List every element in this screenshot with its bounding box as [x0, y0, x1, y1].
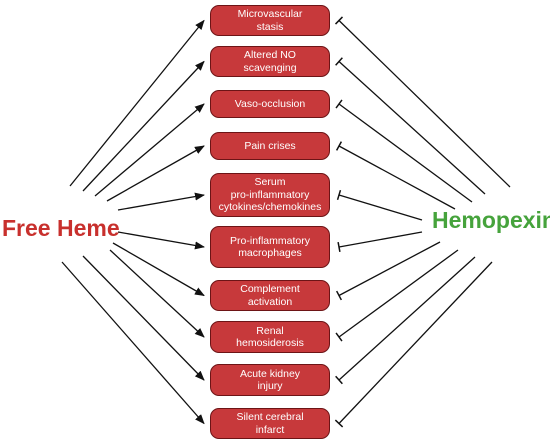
outcome-box: Microvascular stasis — [210, 5, 330, 36]
inhibition-line — [338, 194, 423, 221]
inhibition-bar — [335, 57, 343, 66]
inhibition-bar — [335, 141, 343, 151]
outcome-label: Silent cerebral infarct — [236, 411, 304, 436]
inhibition-line — [338, 61, 486, 195]
activation-arrow — [94, 103, 205, 197]
outcome-label: Pain crises — [244, 139, 296, 152]
outcome-box: Renal hemosiderosis — [210, 321, 330, 353]
outcome-box: Serum pro-inflammatory cytokines/chemoki… — [210, 173, 330, 217]
outcome-label: Altered NO scavenging — [243, 49, 297, 74]
activation-arrow — [69, 19, 205, 187]
activation-arrow — [117, 231, 205, 250]
activation-arrow — [112, 242, 205, 297]
outcome-box: Vaso-occlusion — [210, 90, 330, 118]
outcome-box: Altered NO scavenging — [210, 46, 330, 77]
outcome-label: Vaso-occlusion — [234, 97, 306, 110]
activation-arrow — [61, 261, 205, 425]
inhibition-line — [338, 20, 511, 188]
activation-arrow — [82, 60, 205, 192]
inhibition-line — [338, 231, 423, 248]
inhibition-bar — [334, 16, 344, 25]
outcome-box: Acute kidney injury — [210, 364, 330, 396]
outcome-label: Renal hemosiderosis — [236, 324, 304, 349]
inhibition-bar — [337, 241, 341, 253]
outcome-box: Pain crises — [210, 132, 330, 160]
activation-arrow — [82, 255, 205, 381]
inhibition-bar — [335, 99, 343, 109]
inhibition-line — [338, 145, 456, 210]
outcome-label: Complement activation — [240, 283, 300, 308]
outcome-box: Silent cerebral infarct — [210, 408, 330, 439]
free-heme-label: Free Heme — [2, 215, 120, 241]
inhibition-bar — [335, 375, 343, 385]
activation-arrow — [106, 145, 205, 202]
outcome-box: Complement activation — [210, 280, 330, 311]
inhibition-bar — [335, 290, 343, 301]
outcome-box: Pro-inflammatory macrophages — [210, 226, 330, 268]
activation-arrow — [109, 249, 205, 338]
inhibition-line — [338, 241, 441, 297]
hemopexin-label: Hemopexin — [432, 207, 550, 233]
inhibition-line — [338, 103, 473, 203]
outcome-label: Serum pro-inflammatory cytokines/chemoki… — [218, 176, 322, 214]
inhibition-bar — [335, 332, 343, 342]
inhibition-line — [338, 261, 493, 424]
inhibition-line — [338, 249, 459, 338]
outcome-label: Microvascular stasis — [237, 8, 303, 33]
outcome-label: Pro-inflammatory macrophages — [230, 234, 310, 259]
activation-arrow — [117, 192, 205, 211]
inhibition-bar — [336, 189, 342, 201]
inhibition-line — [338, 256, 476, 381]
outcome-label: Acute kidney injury — [239, 367, 301, 392]
inhibition-bar — [334, 419, 344, 428]
